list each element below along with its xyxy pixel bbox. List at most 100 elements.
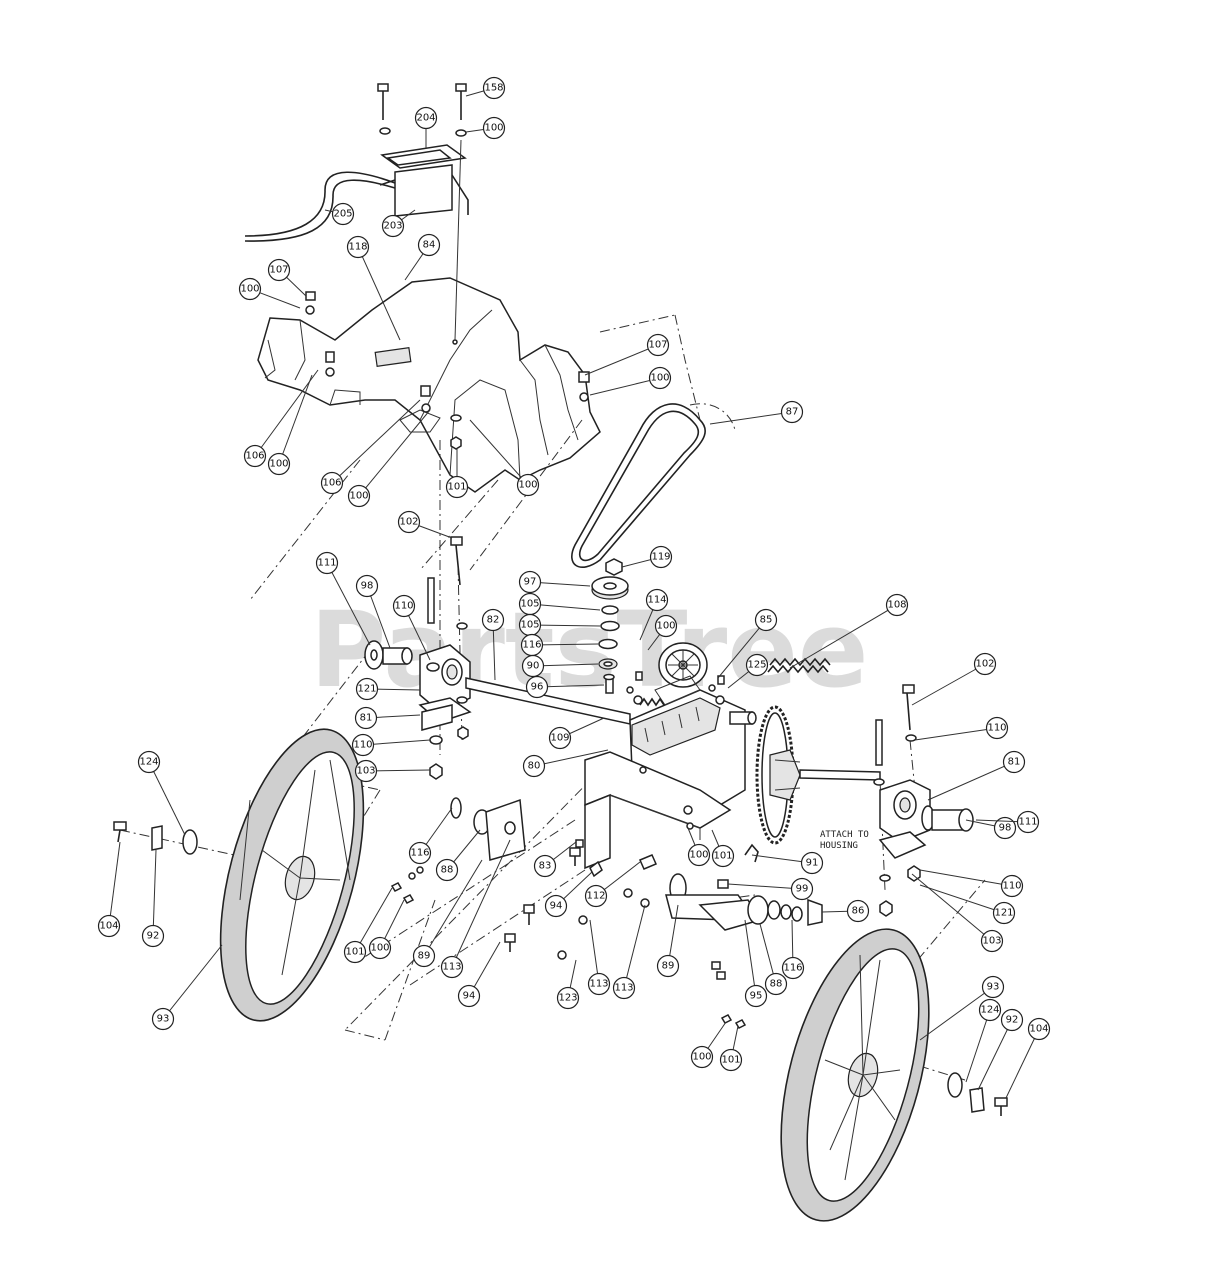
callout-label: 124 xyxy=(980,1005,999,1016)
callout-bubble xyxy=(978,998,1002,1022)
callout-88: 88 xyxy=(759,923,788,996)
callout-leader xyxy=(536,684,605,688)
callout-label: 125 xyxy=(747,660,766,671)
callout-118: 118 xyxy=(346,235,401,341)
callout-bubble xyxy=(648,366,672,390)
callout-leader xyxy=(533,749,609,767)
callout-bubble xyxy=(482,76,506,100)
callout-bubble xyxy=(1000,874,1024,898)
left-axle-assembly xyxy=(364,536,631,780)
callout-bubble xyxy=(315,551,339,575)
callout-label: 106 xyxy=(245,451,264,462)
callout-114: 114 xyxy=(639,588,669,641)
callout-label: 100 xyxy=(656,621,675,632)
callout-bubble xyxy=(381,214,405,238)
callout-label: 97 xyxy=(524,577,537,588)
callout-label: 83 xyxy=(539,861,552,872)
callout-bubble xyxy=(343,940,367,964)
callout-label: 105 xyxy=(520,620,539,631)
callout-label: 102 xyxy=(399,517,418,528)
callout-bubble xyxy=(711,844,735,868)
callout-125: 125 xyxy=(727,653,769,689)
callout-87: 87 xyxy=(709,400,804,425)
callout-86: 86 xyxy=(821,899,870,923)
callout-leader xyxy=(254,369,319,457)
callout-108: 108 xyxy=(789,593,909,669)
callout-leader xyxy=(423,859,483,957)
callout-label: 108 xyxy=(887,600,906,611)
callout-104: 104 xyxy=(97,841,121,938)
callout-110: 110 xyxy=(392,594,431,661)
callout-100: 100 xyxy=(589,366,672,396)
callout-110: 110 xyxy=(919,869,1024,898)
callout-bubble xyxy=(331,202,355,226)
callout-bubble xyxy=(973,652,997,676)
callout-leader xyxy=(911,873,993,942)
callout-124: 124 xyxy=(137,750,186,836)
callout-label: 81 xyxy=(360,713,373,724)
callout-bubble xyxy=(764,972,788,996)
callout-label: 92 xyxy=(1006,1015,1019,1026)
callout-bubble xyxy=(556,986,580,1010)
callout-116: 116 xyxy=(781,919,805,980)
callout-bubble xyxy=(414,106,438,130)
callout-label: 116 xyxy=(410,848,429,859)
callout-leader xyxy=(911,663,986,706)
callout-label: 113 xyxy=(442,962,461,973)
callout-100: 100 xyxy=(690,1021,727,1069)
callout-leader xyxy=(529,603,601,611)
callout-label: 104 xyxy=(99,921,118,932)
callout-label: 85 xyxy=(760,615,773,626)
callout-label: 89 xyxy=(418,951,431,962)
callout-bubble xyxy=(457,984,481,1008)
callout-bubble xyxy=(267,258,291,282)
callout-label: 109 xyxy=(550,733,569,744)
callout-bubble xyxy=(481,608,505,632)
callout-leader xyxy=(789,604,898,669)
callout-label: 110 xyxy=(987,723,1006,734)
callout-113: 113 xyxy=(440,839,511,979)
callout-leader xyxy=(914,727,998,741)
callout-bubble xyxy=(584,884,608,908)
callout-96: 96 xyxy=(525,675,605,699)
callout-89: 89 xyxy=(412,859,483,968)
callout-leader xyxy=(278,374,313,465)
callout-leader xyxy=(727,883,803,890)
callout-label: 203 xyxy=(383,221,402,232)
callout-bubble xyxy=(417,233,441,257)
callout-109: 109 xyxy=(548,717,605,750)
callout-bubble xyxy=(544,894,568,918)
callout-bubble xyxy=(654,614,678,638)
sprocket-gear xyxy=(755,705,801,845)
callout-107: 107 xyxy=(267,258,307,297)
callout-leader xyxy=(162,944,223,1020)
callout-bubble xyxy=(1000,1008,1024,1032)
callout-label: 98 xyxy=(999,823,1012,834)
callout-bubble xyxy=(151,1007,175,1031)
callout-bubble xyxy=(981,975,1005,999)
callout-label: 100 xyxy=(240,284,259,295)
callout-leader xyxy=(358,409,431,497)
callout-leader xyxy=(584,344,659,376)
callout-label: 91 xyxy=(806,858,819,869)
callout-leader xyxy=(589,377,661,396)
callout-100: 100 xyxy=(238,277,301,309)
callout-84: 84 xyxy=(404,233,441,281)
callout-bubble xyxy=(516,473,540,497)
callout-bubble xyxy=(780,400,804,424)
callout-89: 89 xyxy=(656,904,680,978)
callout-bubble xyxy=(354,706,378,730)
callout-leader xyxy=(919,884,1005,914)
callout-bubble xyxy=(1002,750,1026,774)
callout-107: 107 xyxy=(584,333,670,376)
callout-bubble xyxy=(518,570,542,594)
callout-113: 113 xyxy=(612,904,646,1000)
callout-label: 88 xyxy=(770,979,783,990)
callout-label: 121 xyxy=(357,684,376,695)
callout-81: 81 xyxy=(927,750,1026,801)
callout-bubble xyxy=(355,574,379,598)
callout-bubble xyxy=(745,653,769,677)
callout-103: 103 xyxy=(911,873,1004,953)
callout-label: 110 xyxy=(394,601,413,612)
